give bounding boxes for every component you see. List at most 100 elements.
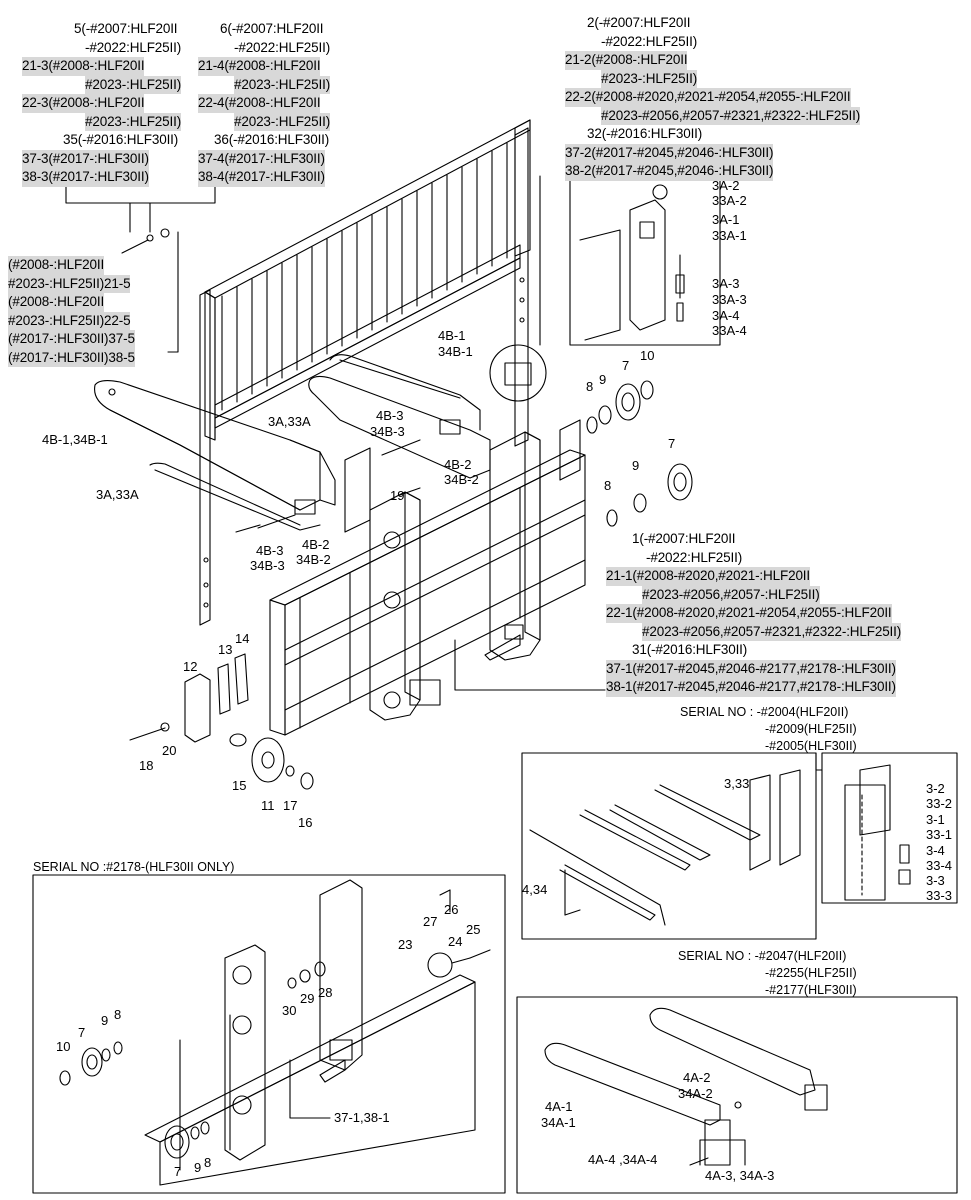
part-16: 16	[298, 815, 313, 830]
part-28: 28	[318, 985, 333, 1000]
part-10-inset: 10	[56, 1039, 71, 1054]
part-37-1-38-1: 37-1,38-1	[334, 1110, 390, 1125]
top-mid-block-line: 37-4(#2017-:HLF30II)	[198, 149, 325, 168]
mid-right-block-line: 1(-#2007:HLF20II	[632, 531, 736, 546]
part-3A-1: 3A-1	[712, 212, 740, 227]
top-left-block-line: 38-3(#2017-:HLF30II)	[22, 168, 149, 187]
inset-new-carriage	[33, 875, 505, 1193]
part-3A-33A-lower: 3A,33A	[96, 487, 139, 502]
top-right-block-line: 38-2(#2017-#2045,#2046-:HLF30II)	[565, 162, 774, 181]
part-20: 20	[162, 743, 177, 758]
part-10-upper: 10	[640, 348, 655, 363]
part-3-3: 3-3	[926, 873, 945, 888]
part-4-34: 4,34	[522, 882, 548, 897]
part-33-3: 33-3	[926, 888, 953, 903]
left-side-block-line: (#2008-:HLF20II	[8, 293, 104, 312]
top-left-block-line: 22-3(#2008-:HLF20II	[22, 94, 145, 113]
left-side-block-line: (#2017-:HLF30II)38-5	[8, 348, 135, 367]
part-7-lower: 7	[668, 436, 676, 451]
serial-note-c-line3: -#2177(HLF30II)	[765, 983, 857, 997]
part-33A-2: 33A-2	[712, 193, 747, 208]
side-roller-parts	[130, 515, 313, 789]
part-34B-1: 34B-1	[438, 344, 473, 359]
part-15: 15	[232, 778, 247, 793]
serial-note-a-line1: SERIAL NO : -#2004(HLF20II)	[680, 705, 849, 719]
top-left-block-line: 21-3(#2008-:HLF20II	[22, 57, 145, 76]
part-27: 27	[423, 914, 438, 929]
top-mid-block-line: #2023-:HLF25II)	[234, 112, 330, 131]
top-mid-block-line: 38-4(#2017-:HLF30II)	[198, 168, 325, 187]
serial-note-b: SERIAL NO :#2178-(HLF30II ONLY)	[33, 860, 235, 874]
top-right-block-line: #2023-:HLF25II)	[601, 69, 697, 88]
part-4B-2-lower: 4B-2	[302, 537, 330, 552]
serial-note-c-line2: -#2255(HLF25II)	[765, 966, 857, 980]
top-left-block-line: #2023-:HLF25II)	[85, 75, 181, 94]
top-mid-block-line: -#2022:HLF25II)	[234, 39, 331, 55]
part-14: 14	[235, 631, 250, 646]
part-3A-33A-upper: 3A,33A	[268, 414, 311, 429]
serial-note-c-line1: SERIAL NO : -#2047(HLF20II)	[678, 949, 847, 963]
inset-old-fork	[522, 753, 957, 939]
part-11: 11	[261, 798, 275, 813]
part-9-inset-left: 9	[101, 1013, 109, 1028]
bearing-assembly-right	[587, 381, 692, 526]
part-7-upper: 7	[622, 358, 630, 373]
mid-right-block-line: #2023-#2056,#2057-#2321,#2322-:HLF25II)	[642, 622, 901, 641]
part-25: 25	[466, 922, 481, 937]
top-left-block-line: 35(-#2016:HLF30II)	[63, 132, 179, 147]
part-4A-3-34A-3: 4A-3, 34A-3	[705, 1168, 775, 1183]
part-3A-4: 3A-4	[712, 308, 740, 323]
part-4B-1: 4B-1	[438, 328, 466, 343]
left-side-block-line: (#2017-:HLF30II)37-5	[8, 330, 135, 349]
left-side-block-line: (#2008-:HLF20II	[8, 256, 104, 275]
mid-right-block-line: 22-1(#2008-#2020,#2021-#2054,#2055-:HLF2…	[606, 604, 892, 623]
mid-right-block-line: 21-1(#2008-#2020,#2021-:HLF20II	[606, 567, 810, 586]
part-3-33: 3,33	[724, 776, 750, 791]
part-9-lower: 9	[632, 458, 640, 473]
part-7-inset-bottom: 7	[174, 1164, 182, 1179]
top-mid-block-line: 21-4(#2008-:HLF20II	[198, 57, 321, 76]
part-34A-1: 34A-1	[541, 1115, 576, 1130]
part-8-inset-left: 8	[114, 1007, 122, 1022]
part-7-inset-left: 7	[78, 1025, 86, 1040]
part-34B-2-upper: 34B-2	[444, 472, 479, 487]
part-8-inset-bottom: 8	[204, 1155, 212, 1170]
part-33A-1: 33A-1	[712, 228, 747, 243]
top-right-block-line: 22-2(#2008-#2020,#2021-#2054,#2055-:HLF2…	[565, 88, 851, 107]
top-left-block-line: -#2022:HLF25II)	[85, 39, 182, 55]
part-34A-2: 34A-2	[678, 1086, 713, 1101]
top-left-block-line: #2023-:HLF25II)	[85, 112, 181, 131]
part-30: 30	[282, 1003, 297, 1018]
part-4B-3-upper: 4B-3	[376, 408, 404, 423]
top-right-block-line: -#2022:HLF25II)	[601, 33, 698, 49]
mid-right-block-line: 31(-#2016:HLF30II)	[632, 642, 748, 657]
part-3-2: 3-2	[926, 781, 945, 796]
part-3-1: 3-1	[926, 812, 945, 827]
part-29: 29	[300, 991, 315, 1006]
part-4B-1-34B-1: 4B-1,34B-1	[42, 432, 108, 447]
top-right-block-line: 21-2(#2008-:HLF20II	[565, 51, 688, 70]
part-19: 19	[390, 488, 405, 503]
left-side-block-line: #2023-:HLF25II)22-5	[8, 311, 131, 330]
fasteners-top	[122, 229, 420, 495]
part-8-upper: 8	[586, 379, 594, 394]
part-4A-4-34A-4: 4A-4 ,34A-4	[588, 1152, 658, 1167]
top-right-block-line: 32(-#2016:HLF30II)	[587, 126, 703, 141]
load-backrest	[200, 120, 530, 625]
left-fork	[95, 381, 335, 530]
leader-lines	[66, 176, 605, 690]
part-3-4: 3-4	[926, 843, 945, 858]
fork-carriage	[270, 420, 585, 735]
part-33A-3: 33A-3	[712, 292, 747, 307]
mid-right-block-line: 38-1(#2017-#2045,#2046-#2177,#2178-:HLF3…	[606, 678, 896, 697]
top-left-block-line: 5(-#2007:HLF20II	[74, 21, 178, 36]
top-mid-block-line: 6(-#2007:HLF20II	[220, 21, 324, 36]
part-4A-2: 4A-2	[683, 1070, 711, 1085]
mid-right-block-line: 37-1(#2017-#2045,#2046-#2177,#2178-:HLF3…	[606, 659, 896, 678]
part-3A-2: 3A-2	[712, 178, 740, 193]
serial-note-a-line2: -#2009(HLF25II)	[765, 722, 857, 736]
inset-new-fork	[517, 997, 957, 1193]
top-mid-block-line: #2023-:HLF25II)	[234, 75, 330, 94]
top-mid-block-line: 36(-#2016:HLF30II)	[214, 132, 330, 147]
